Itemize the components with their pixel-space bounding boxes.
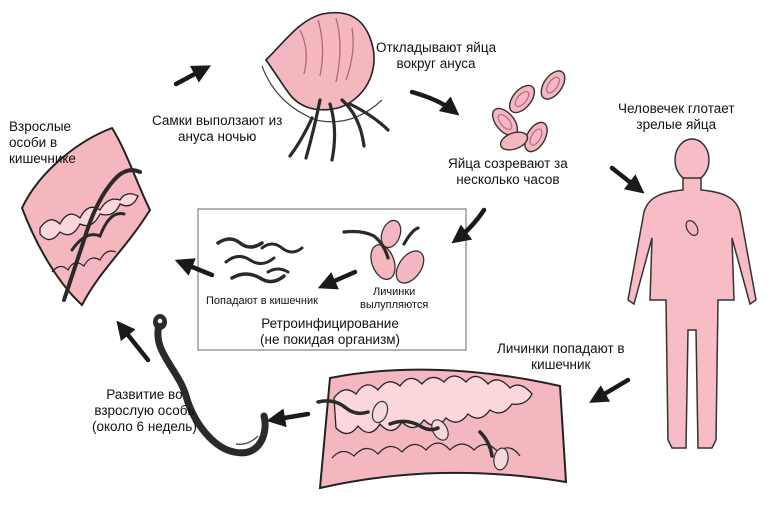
cycle-arrow-icon	[451, 207, 487, 244]
anus-illustration	[261, 11, 390, 162]
retroinfection-box	[197, 208, 467, 351]
cycle-arrows	[116, 65, 645, 428]
retro-hatching-eggs	[342, 219, 425, 284]
cycle-arrow-icon	[173, 65, 212, 87]
developing-worm-illustration	[153, 314, 269, 457]
egg-icon	[540, 70, 566, 100]
human-body-illustration	[627, 138, 757, 449]
retro-worms	[216, 237, 304, 284]
egg-icon	[499, 131, 529, 151]
egg-icon	[370, 244, 396, 280]
label-retro-gut: Попадают в кишечник	[206, 295, 318, 307]
cycle-arrow-icon	[609, 165, 645, 194]
egg-icon	[431, 419, 449, 441]
egg-icon	[508, 84, 536, 114]
eggs-cluster	[491, 70, 566, 153]
egg-icon	[493, 447, 509, 471]
cycle-arrow-icon	[174, 258, 215, 278]
egg-icon	[371, 400, 389, 424]
egg-icon	[395, 250, 425, 284]
cycle-arrow-icon	[317, 269, 358, 290]
label-retroinfection: Ретроинфицирование(не покидая организм)	[260, 316, 401, 347]
adult-intestine-illustration	[20, 126, 152, 307]
lower-intestine-illustration	[316, 368, 568, 490]
egg-icon	[685, 220, 699, 236]
cycle-arrow-icon	[116, 320, 151, 363]
egg-icon	[380, 219, 402, 249]
cycle-arrow-icon	[589, 377, 631, 403]
cycle-arrow-icon	[409, 89, 460, 116]
cycle-arrow-icon	[266, 408, 311, 428]
